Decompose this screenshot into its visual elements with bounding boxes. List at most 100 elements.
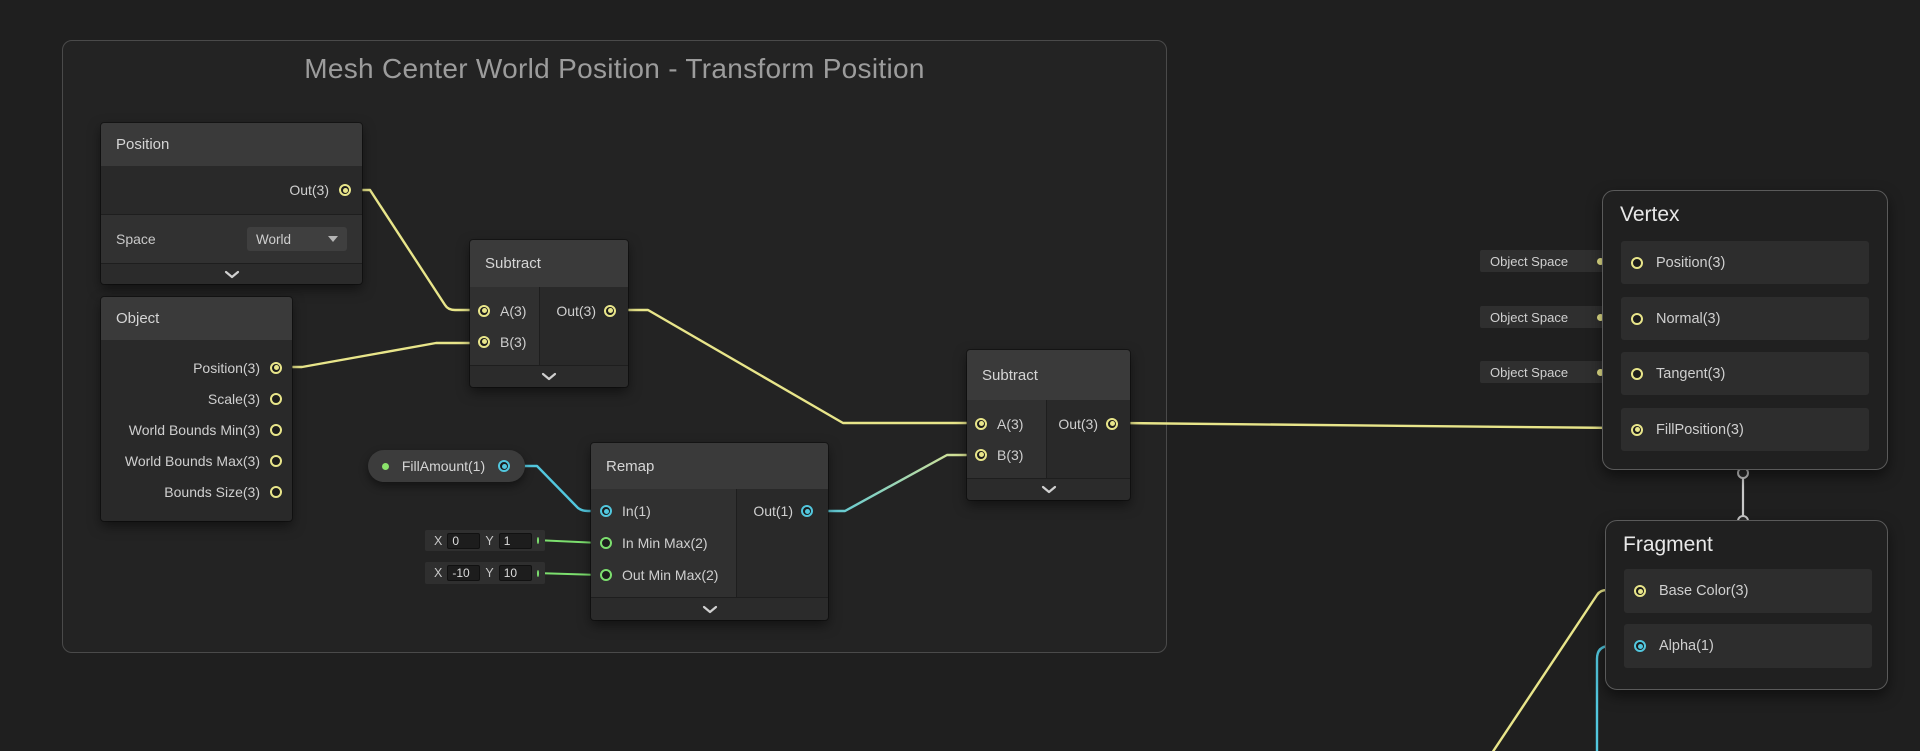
vertex-position-row[interactable]: Position(3) <box>1621 241 1869 284</box>
object-node-title: Object <box>116 310 160 327</box>
remap-node-title: Remap <box>606 457 655 475</box>
subtract1-a-port[interactable] <box>478 304 490 317</box>
position-node[interactable]: Position Out(3) Space World <box>100 122 363 285</box>
in-min-max-widget: X Y <box>425 530 545 551</box>
remap-in-label: In(1) <box>622 503 651 519</box>
vertex-fillposition-port[interactable] <box>1631 423 1643 436</box>
object-boundssize-row: Bounds Size(3) <box>101 476 292 507</box>
subtract1-b-port[interactable] <box>478 335 490 348</box>
object-position-port[interactable] <box>270 361 282 374</box>
remap-body: In(1) In Min Max(2) Out Min Max(2) Out(1… <box>591 489 828 597</box>
remap-inminmax-port[interactable] <box>600 537 612 549</box>
subtract1-node[interactable]: Subtract A(3) B(3) Out(3) <box>469 239 629 388</box>
edge-widget1-to-inminmax[interactable] <box>534 539 601 544</box>
group-title: Mesh Center World Position - Transform P… <box>304 53 925 84</box>
vertex-fillposition-row[interactable]: FillPosition(3) <box>1621 408 1869 451</box>
remap-outminmax-row: Out Min Max(2) <box>591 559 736 591</box>
object-node[interactable]: Object Position(3) Scale(3) World Bounds… <box>100 296 293 522</box>
subtract2-out-row: Out(3) <box>1058 408 1130 439</box>
position-out-port[interactable] <box>339 184 351 196</box>
edge-widget2-to-outminmax[interactable] <box>534 572 601 576</box>
subtract1-out-label: Out(3) <box>556 302 596 319</box>
subtract2-node-title: Subtract <box>982 366 1038 384</box>
position-collapse-button[interactable] <box>101 263 362 284</box>
vertex-normal-row[interactable]: Normal(3) <box>1621 297 1869 340</box>
fragment-block[interactable]: Fragment Base Color(3) Alpha(1) <box>1605 520 1888 690</box>
remap-inputs: In(1) In Min Max(2) Out Min Max(2) <box>591 489 737 597</box>
object-boundssize-port[interactable] <box>270 485 282 498</box>
edge-position-out-to-subtract1-a[interactable] <box>343 188 480 312</box>
subtract2-inputs: A(3) B(3) <box>967 400 1047 478</box>
vertex-tangent-label: Tangent(3) <box>1656 365 1726 382</box>
subtract2-a-port[interactable] <box>975 417 987 430</box>
remap-collapse-button[interactable] <box>591 597 828 620</box>
object-space-chip-label: Object Space <box>1490 364 1569 380</box>
object-space-chip-normal[interactable]: Object Space <box>1480 306 1612 328</box>
vertex-tangent-port[interactable] <box>1631 367 1643 380</box>
subtract1-node-header: Subtract <box>470 240 628 287</box>
subtract1-out-row: Out(3) <box>556 295 628 326</box>
fragment-basecolor-label: Base Color(3) <box>1659 583 1749 599</box>
fillamount-out-port[interactable] <box>498 460 510 472</box>
fragment-alpha-row[interactable]: Alpha(1) <box>1624 624 1872 668</box>
vertex-position-label: Position(3) <box>1656 254 1726 271</box>
subtract2-b-label: B(3) <box>997 446 1024 463</box>
edge-object-position-to-subtract1-b[interactable] <box>280 341 480 369</box>
in-min-max-y-field[interactable] <box>498 532 532 549</box>
object-wbmax-port[interactable] <box>270 454 282 467</box>
subtract2-node[interactable]: Subtract A(3) B(3) Out(3) <box>966 349 1131 501</box>
property-dot-icon <box>382 462 389 470</box>
position-node-title: Position <box>116 136 170 153</box>
object-wbmin-row: World Bounds Min(3) <box>101 414 292 445</box>
subtract2-out-port[interactable] <box>1106 417 1118 430</box>
space-dropdown-value: World <box>256 231 292 247</box>
object-node-header: Object <box>101 297 292 340</box>
remap-node[interactable]: Remap In(1) In Min Max(2) Out Min Max(2) <box>590 442 829 621</box>
position-node-header: Position <box>101 123 362 166</box>
vertex-block[interactable]: Vertex Position(3) Normal(3) Tangent(3) … <box>1602 190 1888 470</box>
remap-node-header: Remap <box>591 443 828 489</box>
fillamount-property-node[interactable]: FillAmount(1) <box>368 450 525 482</box>
chip-connector-dot <box>1597 257 1604 265</box>
object-space-chip-position[interactable]: Object Space <box>1480 250 1612 272</box>
object-wbmax-label: World Bounds Max(3) <box>124 452 260 469</box>
out-min-max-y-field[interactable] <box>498 565 532 581</box>
subtract1-b-row: B(3) <box>470 326 539 357</box>
chevron-down-icon <box>224 270 239 278</box>
widget-connector-dot <box>536 569 539 577</box>
edge-remap-out-to-subtract2-b[interactable] <box>811 453 980 513</box>
object-space-chip-tangent[interactable]: Object Space <box>1480 361 1612 383</box>
object-space-chip-label: Object Space <box>1490 253 1569 269</box>
subtract1-out-port[interactable] <box>604 304 616 317</box>
fragment-basecolor-row[interactable]: Base Color(3) <box>1624 569 1872 613</box>
remap-outminmax-port[interactable] <box>600 569 612 581</box>
space-dropdown[interactable]: World <box>247 227 347 251</box>
object-wbmin-port[interactable] <box>270 423 282 436</box>
subtract2-node-header: Subtract <box>967 350 1130 400</box>
out-min-max-x-field[interactable] <box>447 565 481 581</box>
fragment-alpha-port[interactable] <box>1634 640 1646 652</box>
vertex-normal-port[interactable] <box>1631 312 1643 325</box>
object-scale-port[interactable] <box>270 392 282 405</box>
remap-out-port[interactable] <box>801 505 813 517</box>
remap-outputs: Out(1) <box>737 489 828 597</box>
subtract2-collapse-button[interactable] <box>967 478 1130 500</box>
vertex-tangent-row[interactable]: Tangent(3) <box>1621 352 1869 395</box>
edge-subtract2-out-to-fillposition[interactable] <box>1116 421 1632 430</box>
widget-connector-dot <box>536 537 539 544</box>
edge-fillamount-to-remap-in[interactable] <box>503 464 602 513</box>
object-wbmin-label: World Bounds Min(3) <box>128 421 260 438</box>
subtract1-collapse-button[interactable] <box>470 365 628 387</box>
subtract2-b-port[interactable] <box>975 448 987 461</box>
subtract1-body: A(3) B(3) Out(3) <box>470 287 628 365</box>
fragment-basecolor-port[interactable] <box>1634 585 1646 597</box>
subtract1-b-label: B(3) <box>500 333 527 350</box>
group-box[interactable]: Mesh Center World Position - Transform P… <box>62 40 1167 653</box>
in-min-max-x-field[interactable] <box>447 532 481 549</box>
vertex-position-port[interactable] <box>1631 256 1643 269</box>
remap-in-port[interactable] <box>600 505 612 517</box>
remap-out-row: Out(1) <box>753 495 828 527</box>
position-space-row: Space World <box>101 214 362 263</box>
edge-subtract1-out-to-subtract2-a[interactable] <box>614 308 980 425</box>
